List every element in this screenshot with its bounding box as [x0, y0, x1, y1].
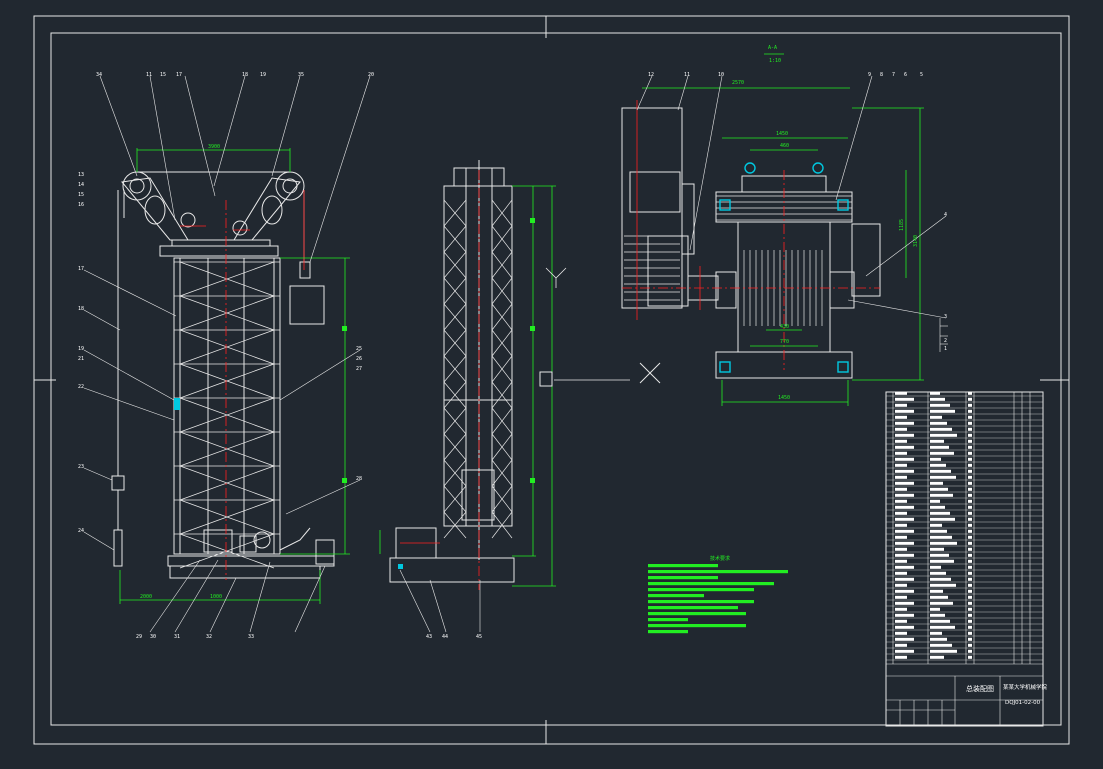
part-number-label: 10 — [718, 72, 725, 78]
part-number-label: 33 — [248, 634, 255, 640]
dim-gap2: 770 — [780, 339, 790, 345]
part-number-label: 17 — [78, 266, 85, 272]
part-number-label: 35 — [298, 72, 305, 78]
part-number-label: 44 — [442, 634, 449, 640]
part-number-label: 4 — [944, 212, 948, 218]
part-number-label: 1 — [944, 346, 948, 352]
part-number-label: 26 — [356, 356, 363, 362]
part-number-label: 30 — [150, 634, 157, 640]
part-number-label: 2 — [944, 338, 948, 344]
part-number-label: 6 — [904, 72, 908, 78]
front-view — [83, 75, 371, 633]
part-number-label: 27 — [356, 366, 363, 372]
part-number-label: 18 — [78, 306, 85, 312]
part-number-label: 29 — [136, 634, 143, 640]
part-number-label: 17 — [176, 72, 183, 78]
part-number-label: 31 — [174, 634, 181, 640]
dim-front-bottom2: 1000 — [210, 594, 223, 600]
part-number-label: 14 — [78, 182, 85, 188]
tech-notes — [648, 564, 788, 634]
part-number-label: 43 — [426, 634, 433, 640]
part-number-label: 5 — [920, 72, 924, 78]
part-number-label: 28 — [356, 476, 363, 482]
part-number-label: 20 — [368, 72, 375, 78]
dim-small: 460 — [780, 143, 790, 149]
part-number-label: 23 — [78, 464, 85, 470]
part-number-label: 11 — [684, 72, 691, 78]
part-number-label: 15 — [78, 192, 85, 198]
notes-title: 技术要求 — [710, 556, 731, 562]
section-label: A-A — [768, 45, 778, 51]
part-number-label: 13 — [78, 172, 85, 178]
dim-top-width: 2570 — [732, 80, 745, 86]
part-number-label: 32 — [206, 634, 213, 640]
part-number-label: 18 — [242, 72, 249, 78]
part-number-label: 22 — [78, 384, 85, 390]
dim-bottom-width: 1450 — [778, 395, 791, 401]
part-number-label: 24 — [78, 528, 85, 534]
title-block-school: 某某大学机械学院 — [1003, 685, 1048, 691]
part-number-label: 12 — [648, 72, 655, 78]
part-number-label: 25 — [356, 346, 363, 352]
center-marks — [34, 16, 1069, 744]
parts-list — [885, 391, 1044, 727]
dim-gap1: 430 — [780, 324, 790, 330]
title-block-title: 总装配图 — [966, 685, 994, 693]
part-number-label: 8 — [880, 72, 884, 78]
inner-border — [50, 32, 1062, 726]
section-view — [621, 53, 948, 406]
dim-inner-width: 1450 — [776, 131, 789, 137]
part-number-label: 19 — [260, 72, 267, 78]
dim-front-bottom1: 2000 — [140, 594, 153, 600]
part-number-label: 9 — [868, 72, 872, 78]
part-number-label: 7 — [892, 72, 896, 78]
part-number-label: 19 — [78, 346, 85, 352]
title-block-drawing-no: DQJ01-02-00 — [1005, 700, 1041, 706]
side-view — [379, 160, 630, 633]
part-number-label: 16 — [78, 202, 85, 208]
dim-front-top: 3900 — [208, 144, 221, 150]
scale-label: 1:10 — [769, 58, 782, 64]
part-number-label: 3 — [944, 314, 948, 320]
part-number-label: 45 — [476, 634, 483, 640]
dim-right-h2: 3140 — [913, 234, 920, 248]
part-number-label: 11 — [146, 72, 153, 78]
part-number-label: 15 — [160, 72, 167, 78]
dim-right-h1: 1185 — [899, 218, 906, 232]
part-number-label: 21 — [78, 356, 85, 362]
part-number-label: 34 — [96, 72, 103, 78]
